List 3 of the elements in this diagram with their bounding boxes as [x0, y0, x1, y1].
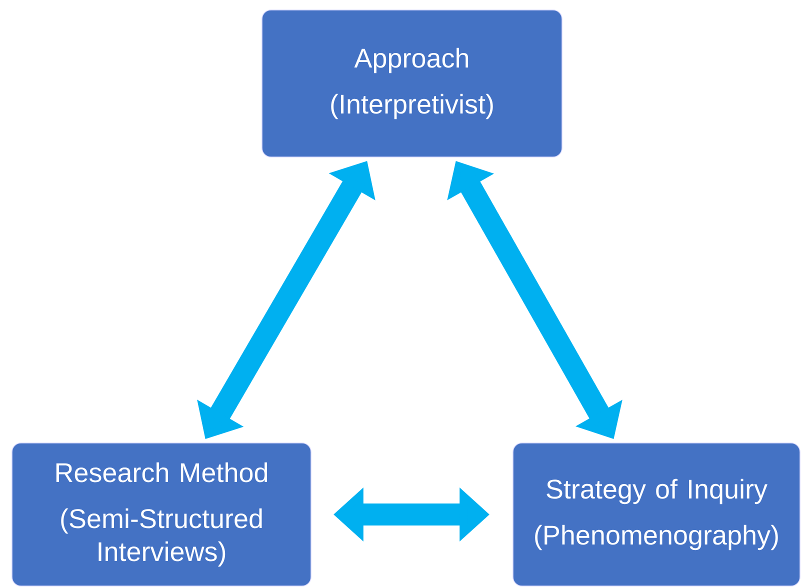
- process-box: Research Method (Semi-Structured Interviews): [12, 442, 312, 586]
- process-box: Strategy of Inquiry (Phenomenography): [512, 442, 800, 586]
- process-box: Approach (Interpretivist): [262, 10, 562, 158]
